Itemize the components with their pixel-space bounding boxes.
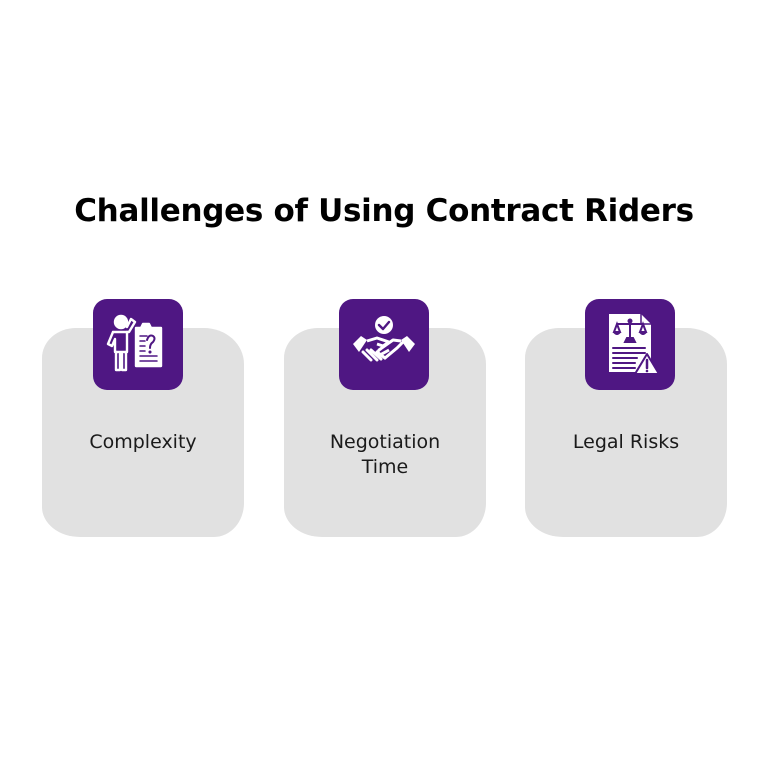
page-title: Challenges of Using Contract Riders xyxy=(74,193,694,229)
confused-person-document-icon xyxy=(93,299,183,390)
card-label: Complexity xyxy=(89,431,197,453)
handshake-check-icon xyxy=(339,299,429,390)
legal-document-warning-icon xyxy=(585,299,675,390)
card-label: Negotiation Time xyxy=(329,431,441,478)
card-label: Legal Risks xyxy=(572,431,680,453)
